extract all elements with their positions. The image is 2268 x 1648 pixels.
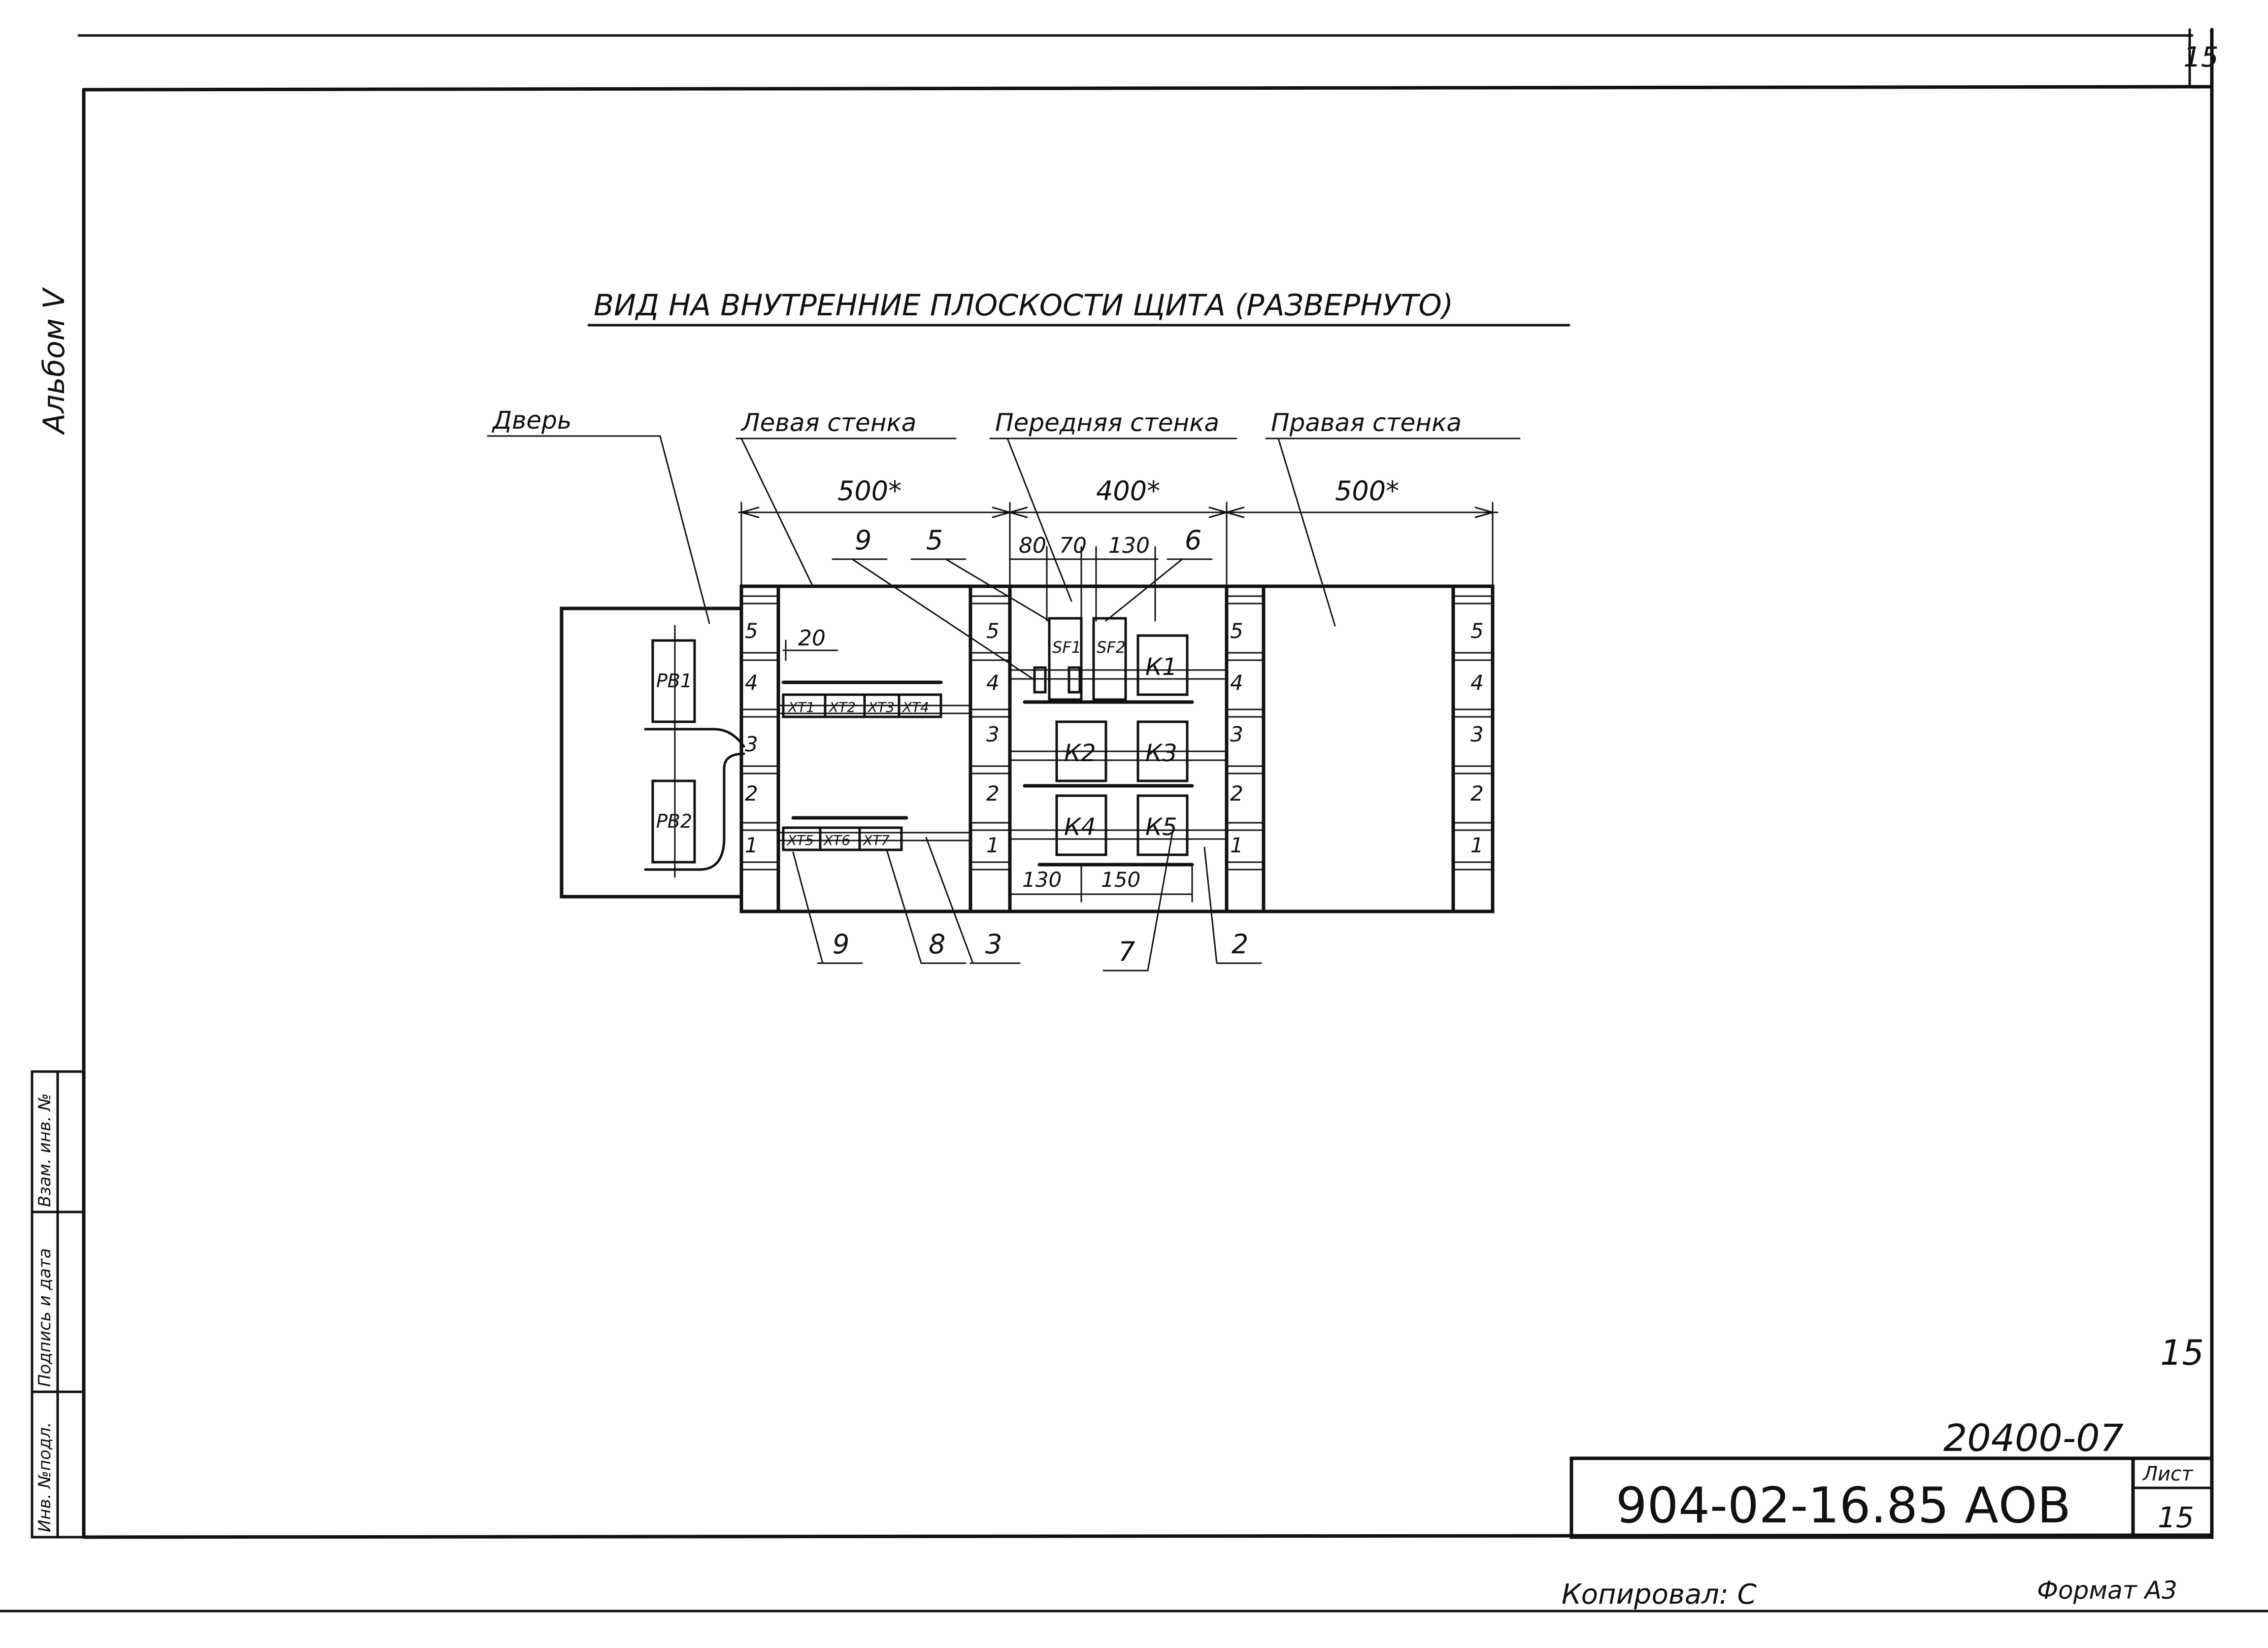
level-c-3: 3 <box>1230 722 1243 746</box>
level-d-1: 1 <box>1470 833 1484 857</box>
door-panel <box>560 606 745 899</box>
label-door: Дверь <box>492 406 572 435</box>
cabinet-outline <box>739 584 1495 913</box>
level-c-4: 4 <box>1230 671 1243 695</box>
format-label: Формат А3 <box>2037 1576 2177 1605</box>
order-number: 20400-07 <box>1943 1416 2124 1460</box>
device-sf1: SF1 <box>1052 638 1081 657</box>
callout-top-6: 6 <box>1185 525 1201 556</box>
level-d-4: 4 <box>1470 671 1484 695</box>
level-a-1: 1 <box>745 833 758 857</box>
dim-20: 20 <box>798 626 826 651</box>
device-k1: К1 <box>1145 653 1177 681</box>
stamp-signature-date: Подпись и дата <box>35 1248 55 1387</box>
label-right-wall: Правая стенка <box>1271 408 1462 437</box>
level-d-5: 5 <box>1470 619 1484 643</box>
level-c-1: 1 <box>1230 833 1243 857</box>
drawing-title: ВИД НА ВНУТРЕННИЕ ПЛОСКОСТИ ЩИТА (РАЗВЕР… <box>594 288 1453 323</box>
door-device-rv2: РВ2 <box>656 810 692 832</box>
label-left-wall: Левая стенка <box>740 408 916 437</box>
title-block <box>1569 1456 2214 1539</box>
level-c-5: 5 <box>1230 619 1243 643</box>
corner-sheet-number: 15 <box>2183 41 2218 73</box>
level-a-4: 4 <box>745 671 758 695</box>
door-device-rv1: РВ1 <box>656 670 692 692</box>
sheet-number: 15 <box>2158 1501 2194 1534</box>
terminal-xt1: ХТ1 <box>787 699 815 715</box>
level-a-5: 5 <box>745 619 758 643</box>
stamp-inv-original: Инв. №подл. <box>35 1422 55 1532</box>
callout-bottom-2: 2 <box>1232 929 1248 960</box>
callout-bottom-8: 8 <box>929 929 945 960</box>
device-sf2: SF2 <box>1097 638 1126 657</box>
level-b-2: 2 <box>986 781 1000 806</box>
level-d-2: 2 <box>1470 781 1484 806</box>
dim-left-width: 500* <box>837 475 901 506</box>
dim-130-bottom: 130 <box>1022 868 1062 892</box>
front-subdimensions <box>1009 546 1159 622</box>
rail-ladders <box>740 595 1494 871</box>
terminal-xt2: ХТ2 <box>828 699 856 715</box>
dim-150: 150 <box>1101 868 1140 892</box>
device-k3: К3 <box>1145 740 1177 767</box>
terminal-xt3: ХТ3 <box>867 699 895 715</box>
level-a-3: 3 <box>745 732 758 756</box>
level-b-4: 4 <box>986 671 1000 695</box>
album-label: Альбом V <box>37 287 71 436</box>
copied-by: Копировал: С <box>1562 1579 1757 1611</box>
callout-bottom-3: 3 <box>985 929 1002 960</box>
left-wall-rails <box>777 680 971 851</box>
terminal-xt5: ХТ5 <box>786 832 814 848</box>
page-number: 15 <box>2160 1333 2204 1373</box>
terminal-xt4: ХТ4 <box>901 699 929 715</box>
level-b-3: 3 <box>986 722 1000 746</box>
dimension-chain <box>738 502 1499 590</box>
dim-front-width: 400* <box>1096 475 1160 506</box>
terminal-xt6: ХТ6 <box>823 832 850 848</box>
terminal-xt7: ХТ7 <box>862 832 890 848</box>
sheet-label: Лист <box>2142 1463 2194 1485</box>
callout-top-5: 5 <box>926 525 943 556</box>
level-b-1: 1 <box>986 833 1000 857</box>
label-front-wall: Передняя стенка <box>995 408 1219 437</box>
level-a-2: 2 <box>745 781 758 806</box>
dim-130-top: 130 <box>1108 533 1150 558</box>
device-k4: К4 <box>1064 813 1096 841</box>
device-k2: К2 <box>1064 740 1096 767</box>
callout-bottom-9: 9 <box>833 929 849 960</box>
level-d-3: 3 <box>1470 722 1484 746</box>
callout-bottom-7: 7 <box>1118 936 1135 967</box>
dim-right-width: 500* <box>1335 475 1399 506</box>
level-b-5: 5 <box>986 619 1000 643</box>
side-stamp <box>31 1070 85 1539</box>
level-c-2: 2 <box>1230 781 1243 806</box>
stamp-replaced-inv: Взам. инв. № <box>35 1093 55 1207</box>
callout-top-9: 9 <box>855 525 871 556</box>
sheet-frame <box>0 28 2268 1613</box>
designation: 904-02-16.85 АОВ <box>1616 1477 2071 1534</box>
front-wall-devices <box>1009 617 1228 867</box>
dim-70: 70 <box>1059 533 1087 558</box>
dim-80: 80 <box>1019 533 1046 558</box>
